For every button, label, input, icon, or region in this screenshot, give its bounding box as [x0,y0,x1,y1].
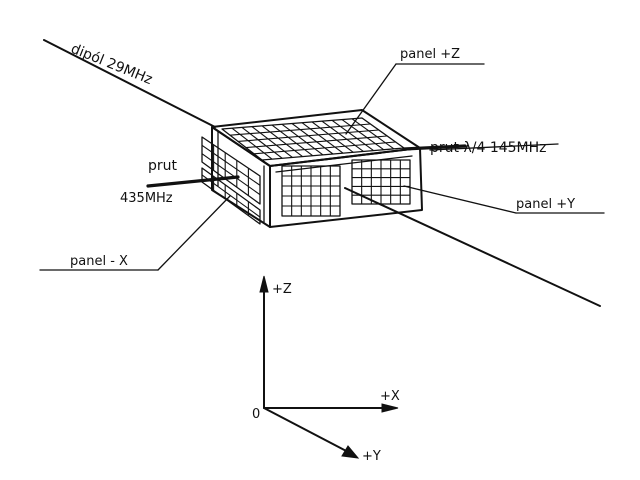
y-axis [263,407,353,455]
y-axis-arrowhead [341,445,360,459]
dipole-label: dipól 29MHz [69,41,155,88]
panel-py-label: panel +Y [516,197,575,212]
z-axis-arrowhead [259,275,269,293]
x-axis-label: +X [380,389,400,404]
x-axis-arrowhead [381,403,399,413]
rod-435mhz-label-1: prut [148,158,178,174]
panel-plus-y [351,159,411,205]
panel-py-leader [403,185,517,214]
panel-mx-label: panel - X [70,254,128,269]
panel-pz-label: panel +Z [400,47,460,62]
panel-plus-z [221,117,405,161]
rod-435mhz-antenna [146,175,240,188]
dipole-antenna-back [344,187,601,307]
origin-label: 0 [252,407,260,422]
rod-145mhz-label: prut λ/4 145MHz [430,140,547,156]
dipole-antenna-front [43,39,216,128]
rod-145mhz-label-underline [429,143,559,151]
panel-mx-leader [157,195,231,271]
panel-minus-x [201,136,261,225]
panel-pz-leader [345,63,397,135]
y-axis-label: +Y [362,449,381,464]
rod-435mhz-label-2: 435MHz [120,191,173,206]
z-axis-label: +Z [272,282,292,297]
panel-front-left [281,165,341,217]
coordinate-axes: +Z +X +Y 0 [252,275,400,464]
